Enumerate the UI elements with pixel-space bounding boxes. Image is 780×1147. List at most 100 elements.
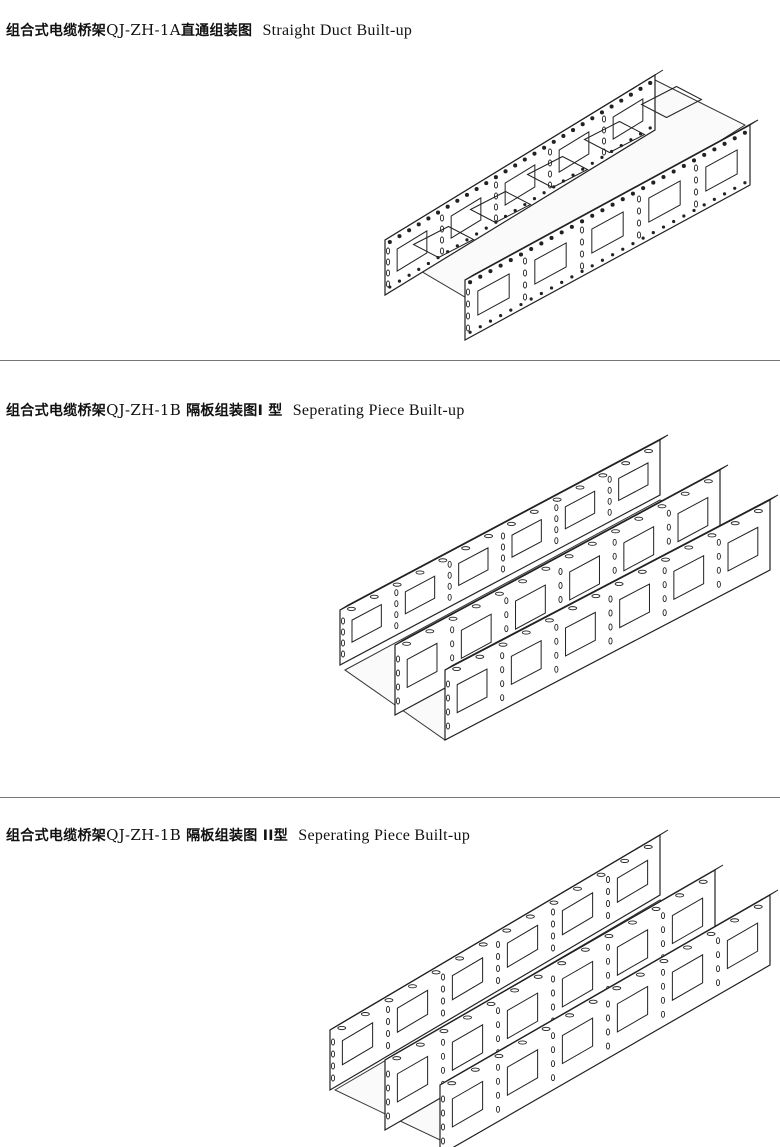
slot-hole bbox=[662, 567, 667, 575]
top-slot bbox=[463, 1015, 472, 1020]
top-slot bbox=[478, 942, 488, 947]
top-slot bbox=[448, 616, 458, 621]
slot-hole bbox=[605, 943, 611, 951]
slot-hole bbox=[440, 1009, 446, 1017]
slot-hole bbox=[440, 1052, 446, 1060]
slot-hole bbox=[605, 957, 611, 965]
top-slot bbox=[539, 241, 544, 246]
straight-duct-drawing bbox=[384, 69, 759, 342]
slot-hole bbox=[716, 538, 721, 546]
bottom-hole bbox=[621, 247, 625, 251]
section-divider bbox=[0, 360, 780, 361]
top-slot bbox=[569, 224, 574, 229]
top-slot bbox=[651, 906, 661, 911]
slot-hole bbox=[522, 293, 528, 301]
slot-hole bbox=[495, 1021, 501, 1029]
top-slot bbox=[732, 136, 737, 141]
slot-hole bbox=[395, 669, 401, 677]
bottom-hole bbox=[712, 197, 716, 201]
slot-hole bbox=[385, 1070, 391, 1078]
floor-window bbox=[469, 190, 532, 224]
slot-hole bbox=[607, 497, 612, 505]
model-code: QJ-ZH-1A bbox=[106, 21, 181, 39]
slot-hole bbox=[605, 1014, 611, 1022]
slot-hole bbox=[522, 257, 528, 265]
slot-hole bbox=[601, 137, 607, 145]
top-slot bbox=[590, 213, 595, 218]
slot-hole bbox=[693, 176, 699, 184]
slot-hole bbox=[547, 148, 553, 156]
top-slot bbox=[671, 169, 676, 174]
slot-hole bbox=[500, 565, 506, 573]
top-slot bbox=[681, 163, 686, 169]
slot-hole bbox=[554, 504, 559, 512]
slot-hole bbox=[605, 900, 611, 907]
bottom-hole bbox=[426, 261, 430, 266]
slot-hole bbox=[554, 537, 559, 545]
rail-window bbox=[671, 953, 704, 1002]
slot-hole bbox=[662, 581, 667, 589]
bottom-hole bbox=[455, 244, 459, 248]
top-slot bbox=[600, 208, 605, 213]
top-slot bbox=[573, 886, 582, 891]
bottom-hole bbox=[468, 330, 472, 334]
slot-hole bbox=[385, 1018, 391, 1025]
top-slot bbox=[426, 216, 431, 221]
slot-hole bbox=[660, 940, 666, 948]
slot-hole bbox=[554, 623, 559, 631]
rail-window bbox=[591, 211, 624, 254]
top-slot bbox=[369, 594, 379, 599]
slot-hole bbox=[465, 288, 471, 296]
top-slot bbox=[591, 594, 601, 599]
slot-hole bbox=[330, 1038, 336, 1046]
top-slot bbox=[474, 186, 479, 192]
bottom-hole bbox=[475, 232, 479, 236]
slot-hole bbox=[550, 1003, 556, 1011]
top-slot bbox=[702, 152, 707, 157]
top-slot bbox=[542, 145, 547, 150]
top-slot bbox=[521, 630, 531, 635]
title-cn: 组合式电缆桥架 bbox=[6, 403, 107, 419]
bottom-hole bbox=[478, 325, 482, 329]
slot-hole bbox=[500, 543, 506, 551]
top-slot bbox=[712, 147, 717, 152]
slot-hole bbox=[394, 600, 399, 608]
bottom-hole bbox=[529, 297, 533, 301]
slot-hole bbox=[500, 694, 505, 702]
slot-hole bbox=[605, 1042, 611, 1050]
slot-hole bbox=[495, 941, 501, 948]
rail-window bbox=[341, 1021, 374, 1066]
top-slot bbox=[541, 1026, 551, 1031]
top-slot bbox=[475, 654, 485, 659]
top-slot bbox=[612, 986, 622, 991]
slot-hole bbox=[579, 226, 585, 234]
floor-window bbox=[583, 120, 646, 154]
rail-window bbox=[351, 603, 382, 643]
bottom-hole bbox=[682, 214, 686, 218]
slot-hole bbox=[607, 475, 612, 483]
slot-hole bbox=[607, 486, 612, 494]
slot-hole bbox=[495, 1077, 501, 1085]
bottom-hole bbox=[571, 173, 575, 177]
rail-flange bbox=[384, 69, 664, 241]
top-slot bbox=[707, 533, 717, 538]
slot-hole bbox=[715, 979, 721, 987]
top-slot bbox=[648, 80, 653, 85]
slot-hole bbox=[666, 509, 671, 517]
rail-window bbox=[612, 98, 644, 140]
top-slot bbox=[643, 844, 653, 850]
bottom-hole bbox=[590, 264, 594, 268]
top-slot bbox=[675, 893, 685, 898]
rail-window bbox=[561, 960, 594, 1008]
slot-hole bbox=[504, 611, 509, 619]
slot-hole bbox=[636, 207, 642, 215]
slot-hole bbox=[666, 537, 671, 545]
top-slot bbox=[651, 180, 656, 185]
bottom-hole bbox=[702, 203, 706, 207]
top-slot bbox=[753, 904, 763, 909]
slot-hole bbox=[450, 640, 455, 648]
rail-window bbox=[451, 1023, 484, 1072]
slot-hole bbox=[660, 968, 666, 976]
bottom-hole bbox=[532, 197, 537, 201]
rail-window bbox=[726, 922, 759, 970]
